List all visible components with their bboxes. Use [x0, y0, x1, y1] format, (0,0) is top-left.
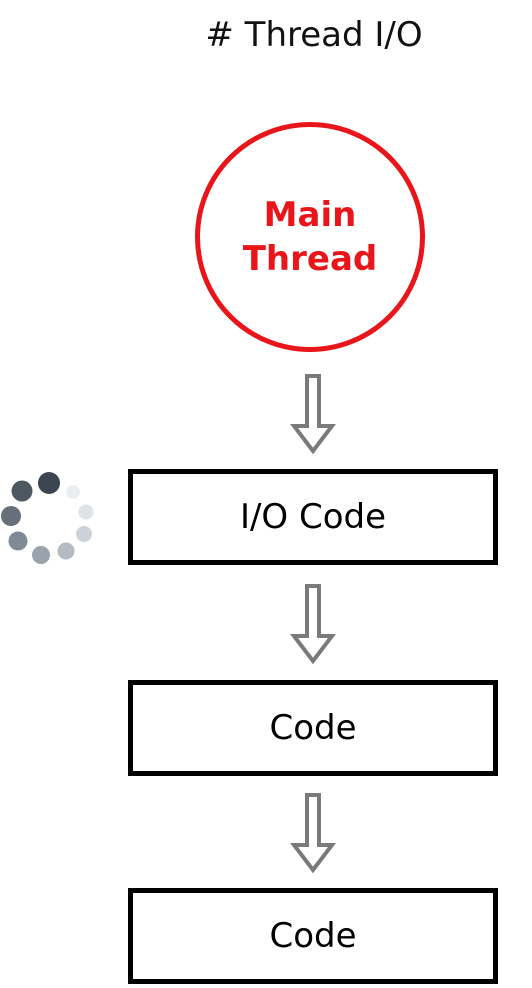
code-step-1: Code [128, 680, 498, 776]
spinner-icon [1, 472, 94, 564]
spinner-dot [78, 504, 94, 520]
spinner-dot [76, 526, 92, 542]
step-label: Code [269, 916, 357, 956]
spinner-dot [1, 506, 21, 526]
io-code-step: I/O Code [128, 469, 498, 565]
down-arrow-icon [290, 584, 336, 664]
down-arrow-icon [290, 374, 336, 454]
step-label: Code [269, 708, 357, 748]
step-label: I/O Code [239, 497, 387, 537]
spinner-dot [57, 542, 75, 560]
main-thread-node: Main Thread [195, 122, 425, 352]
spinner-dot [66, 485, 80, 499]
down-arrow-icon [290, 793, 336, 873]
spinner-dot [11, 480, 33, 502]
spinner-dot [8, 531, 28, 551]
main-thread-label-line-2: Thread [242, 239, 378, 279]
code-step-2: Code [128, 888, 498, 984]
spinner-dot [38, 472, 60, 494]
spinner-dot [32, 546, 50, 564]
diagram-title: # Thread I/O [205, 15, 423, 55]
main-thread-label-line-1: Main [263, 195, 357, 235]
